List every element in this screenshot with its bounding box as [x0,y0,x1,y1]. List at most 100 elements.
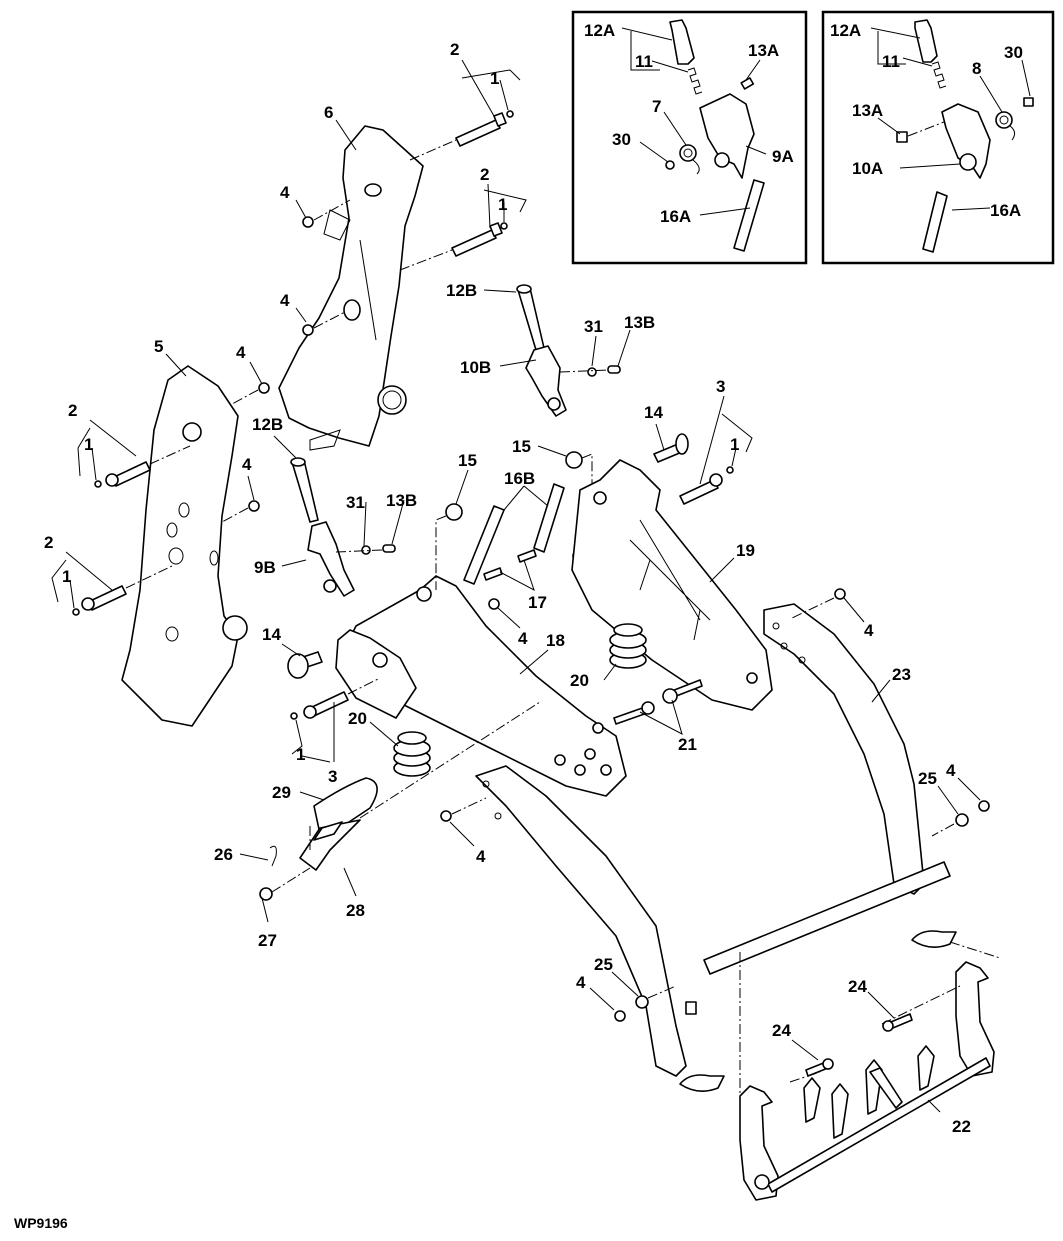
callout-2-b: 2 [480,165,489,184]
callout-2-d: 2 [44,533,53,552]
spring-7 [679,144,697,162]
clip-1c [94,480,102,488]
callout-8: 8 [972,59,981,78]
lever-16B-left [463,505,505,585]
inset-left-group: 12A 11 13A 7 30 9A 16A [571,10,808,265]
nut-31-low [361,545,371,555]
spring-11 [687,67,703,95]
pin-14-right-head [675,433,689,455]
arm-6 [278,125,424,447]
callout-4-h: 4 [864,621,874,640]
callout-4-i: 4 [946,761,956,780]
arm-6-hole [343,299,361,321]
callout-26: 26 [214,845,233,864]
frame-23 [475,603,957,1092]
callout-1-a: 1 [490,69,499,88]
callout-4-d: 4 [242,455,252,474]
attachment-22-left-plate [739,1085,779,1201]
frame-23-foot-right [911,930,957,948]
arm-5-pivot [222,615,248,641]
inset-right-frame [821,10,1055,265]
spring-20-bottom [393,731,431,777]
pin-2-mid-group: 2 1 [399,165,527,271]
callout-13A-right: 13A [852,101,883,120]
callout-9A: 9A [772,147,794,166]
spring-20-top [609,623,647,669]
callout-20-bottom: 20 [348,709,367,728]
callout-12A-right: 12A [830,21,861,40]
callout-24-left: 24 [772,1021,791,1040]
clip-1-right [726,466,734,474]
attachment-22-bar [767,1057,991,1193]
callout-30: 30 [612,130,631,149]
nut-4-h [834,588,846,600]
callout-12A: 12A [584,21,615,40]
callout-28: 28 [346,901,365,920]
callout-5: 5 [154,337,163,356]
callout-29: 29 [272,783,291,802]
latch-9B [307,521,355,597]
pin-27 [259,887,273,901]
callout-25-right: 25 [918,769,937,788]
clip-26 [269,845,277,867]
ring-15-left [445,503,463,521]
nut-30-right [1023,97,1034,107]
inset-right-group: 12A 11 30 8 13A 10A 16A [821,10,1055,265]
bolt-17-a [483,567,503,581]
callout-4-g: 4 [476,847,486,866]
arm-5-bushing [182,422,202,442]
bolt-13A-right [896,131,908,143]
callout-14-right: 14 [644,403,663,422]
callout-9B: 9B [254,558,276,577]
callout-1-b: 1 [498,195,507,214]
callout-17: 17 [528,593,547,612]
callout-7: 7 [652,97,661,116]
arm-5 [121,365,239,727]
nut-4-f [488,598,500,610]
callout-27: 27 [258,931,277,950]
callout-4-f: 4 [518,629,528,648]
callout-1-left: 1 [296,745,305,764]
body-10A-boss [959,153,977,171]
callout-21: 21 [678,735,697,754]
callout-18: 18 [546,631,565,650]
callout-14-left: 14 [262,625,281,644]
lever-16A [733,179,765,252]
callout-11-right: 11 [882,52,900,71]
pin-12B-low [291,459,319,523]
callout-30-right: 30 [1004,43,1023,62]
cable-29 [313,777,378,835]
inset-left-frame [571,10,808,265]
nut-4-c [258,382,270,394]
callout-15-right: 15 [512,437,531,456]
body-9A-boss [714,152,730,168]
frame-23-left-rail [475,765,687,1077]
callout-11: 11 [635,52,653,71]
bolt-13B-top [607,365,621,374]
nut-4-j [614,1010,626,1022]
nut-30 [665,160,675,170]
bolt-13A [740,77,755,90]
arm-6-bushing [364,183,382,197]
attachment-22-right-plate [955,961,995,1077]
pin-2c-head [105,473,119,487]
callout-13A: 13A [748,41,779,60]
callout-31-top: 31 [584,317,603,336]
spring-11-right [931,61,947,89]
clip-1d [72,608,80,616]
pin-12A-right [914,19,938,63]
callout-10B: 10B [460,358,491,377]
callout-19: 19 [736,541,755,560]
callout-13B-low: 13B [386,491,417,510]
nut-4-i [978,800,990,812]
callout-4-c: 4 [236,343,246,362]
arm-5-group [121,365,248,727]
frame-23-crossbar [703,861,951,975]
arm-6-pivot [377,385,407,415]
arm-6-group [278,125,424,451]
ring-15-right [565,451,583,469]
attachment-22-tooth-1 [831,1083,849,1139]
callout-23: 23 [892,665,911,684]
clip-1-left [290,712,298,720]
